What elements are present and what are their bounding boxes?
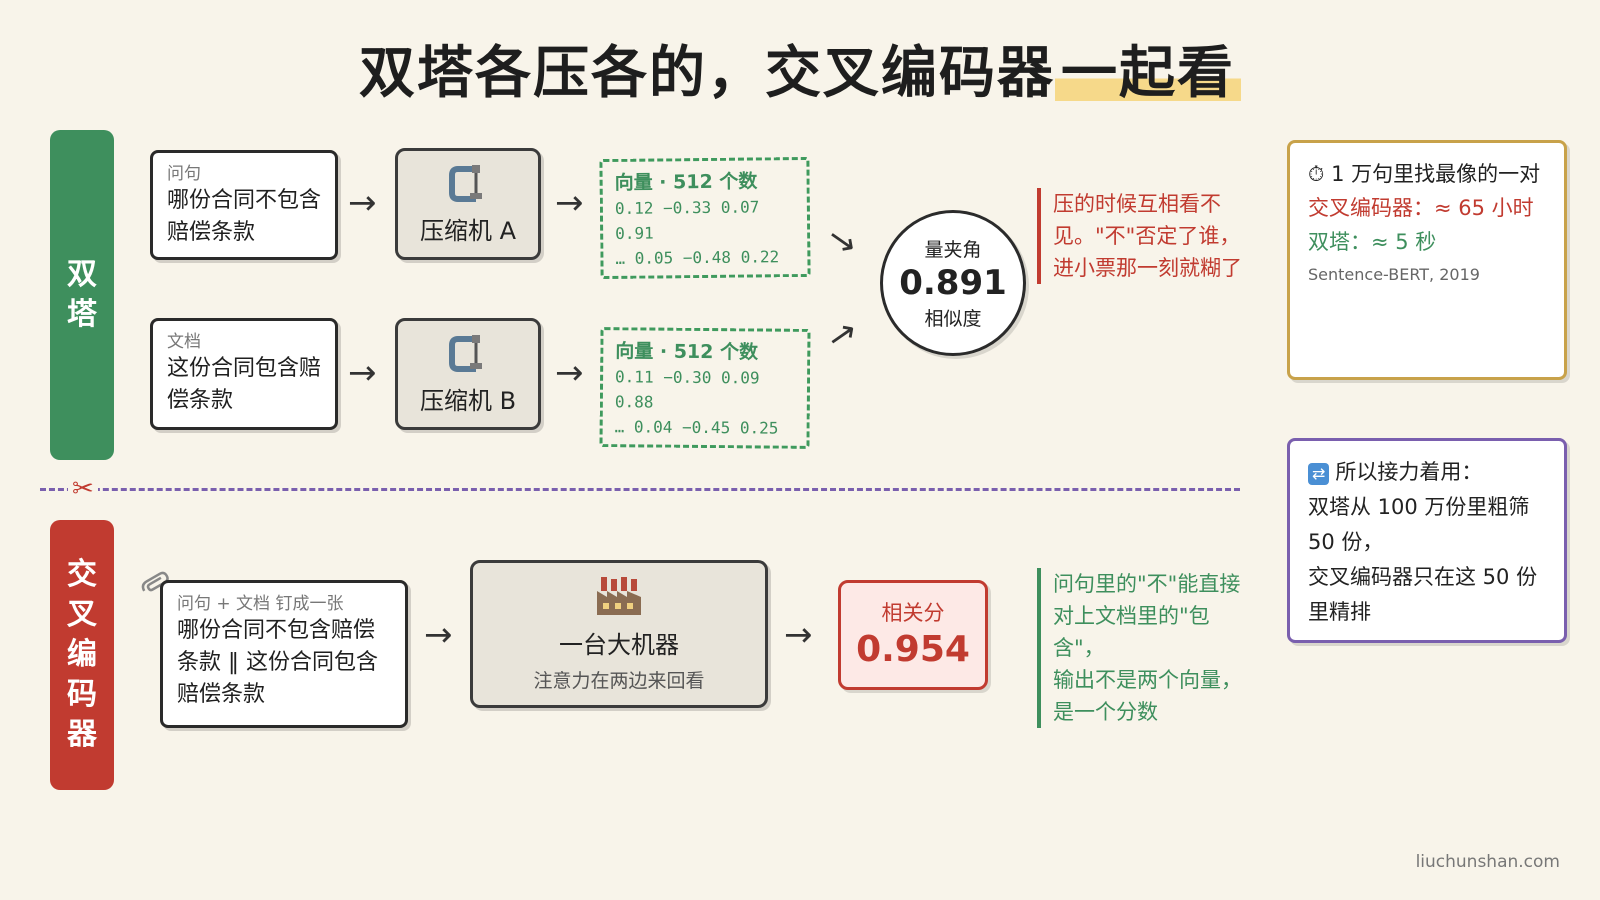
similarity-circle: 量夹角 0.891 相似度 [880, 210, 1026, 356]
scissors-icon: ✂ [68, 474, 98, 504]
combined-caption: 问句 + 文档 钉成一张 [177, 594, 344, 614]
similarity-value: 0.891 [899, 263, 1007, 303]
score-value: 0.954 [856, 629, 970, 670]
relay-card: ⇄所以接力着用： 双塔从 100 万份里粗筛 50 份， 交叉编码器只在这 50… [1287, 438, 1567, 643]
vector-a-title: 向量 · 512 个数 [614, 170, 758, 194]
timing-line3: 双塔：≈ 5 秒 [1308, 230, 1437, 254]
compressor-a: 压缩机 A [395, 148, 541, 260]
timing-source: Sentence-BERT, 2019 [1308, 265, 1480, 284]
vector-b: 向量 · 512 个数 0.11 −0.30 0.09 0.88 … 0.04 … [599, 327, 811, 449]
section-divider [40, 488, 1240, 491]
cross-note-2: 输出不是两个向量，是一个分数 [1053, 668, 1242, 724]
similarity-top: 量夹角 [924, 239, 982, 261]
arrow-right-icon: → [784, 615, 813, 655]
vector-b-line3: … 0.04 −0.45 0.25 [614, 417, 779, 438]
timing-line2: 交叉编码器：≈ 65 小时 [1308, 196, 1534, 220]
arrow-up-right-icon: → [819, 310, 866, 360]
arrow-right-icon: → [348, 353, 377, 393]
section-label-twin: 双塔 [50, 130, 114, 460]
relay-line2: 双塔从 100 万份里粗筛 50 份， [1308, 495, 1530, 554]
factory-icon [597, 577, 641, 615]
arrow-right-icon: → [555, 183, 584, 223]
machine-title: 一台大机器 [559, 631, 679, 659]
clamp-icon [449, 334, 482, 372]
compressor-b-label: 压缩机 B [419, 386, 517, 415]
doc-caption: 文档 [167, 332, 201, 352]
query-caption: 问句 [167, 164, 201, 184]
relay-line1: 所以接力着用： [1335, 460, 1483, 484]
title-main: 双塔各压各的，交叉编码器 [359, 41, 1055, 106]
paperclip-icon [135, 566, 179, 609]
twin-note: 压的时候互相看不见。"不"否定了谁，进小票那一刻就糊了 [1037, 188, 1257, 284]
cross-note-1: 问句里的"不"能直接对上文档里的"包含"， [1053, 572, 1241, 660]
similarity-bottom: 相似度 [924, 308, 982, 330]
timing-card: ⏱ 1 万句里找最像的一对 交叉编码器：≈ 65 小时 双塔：≈ 5 秒 Sen… [1287, 140, 1567, 380]
section-label-cross: 交叉编码器 [50, 520, 114, 790]
compressor-a-label: 压缩机 A [419, 216, 517, 245]
clamp-icon [449, 164, 482, 202]
vector-a-line1: 0.12 −0.33 0.07 [614, 197, 760, 218]
doc-text: 这份合同包含赔偿条款 [167, 356, 322, 413]
cross-note: 问句里的"不"能直接对上文档里的"包含"， 输出不是两个向量，是一个分数 [1037, 568, 1257, 728]
arrow-down-right-icon: → [819, 216, 866, 266]
arrow-right-icon: → [424, 615, 453, 655]
arrow-right-icon: → [555, 353, 584, 393]
stopwatch-icon: ⏱ [1308, 162, 1332, 186]
query-text: 哪份合同不包含赔偿条款 [167, 188, 322, 245]
compressor-b: 压缩机 B [395, 318, 541, 430]
vector-b-line1: 0.11 −0.30 0.09 [615, 367, 760, 388]
vector-a: 向量 · 512 个数 0.12 −0.33 0.07 0.91 … 0.05 … [599, 156, 811, 280]
machine-subtitle: 注意力在两边来回看 [533, 670, 705, 692]
cross-encoder-machine: 一台大机器 注意力在两边来回看 [470, 560, 768, 708]
vector-a-line2: 0.91 [615, 223, 654, 243]
query-box: 问句 哪份合同不包含赔偿条款 [150, 150, 338, 260]
combined-text: 哪份合同不包含赔偿条款 ‖ 这份合同包含赔偿条款 [177, 618, 378, 707]
relevance-score: 相关分 0.954 [838, 580, 988, 690]
relay-line3: 交叉编码器只在这 50 份里精排 [1308, 565, 1538, 624]
vector-b-line2: 0.88 [614, 392, 654, 412]
vector-b-title: 向量 · 512 个数 [615, 340, 759, 364]
doc-box: 文档 这份合同包含赔偿条款 [150, 318, 338, 430]
combined-input-box: 问句 + 文档 钉成一张 哪份合同不包含赔偿条款 ‖ 这份合同包含赔偿条款 [160, 580, 408, 728]
repeat-icon: ⇄ [1308, 463, 1330, 485]
arrow-right-icon: → [348, 183, 377, 223]
footer-site: liuchunshan.com [1415, 852, 1560, 872]
vector-a-line3: … 0.05 −0.48 0.22 [615, 247, 780, 268]
score-label: 相关分 [881, 601, 945, 625]
timing-line1: 1 万句里找最像的一对 [1331, 162, 1541, 186]
title-highlight: 一起看 [1055, 41, 1241, 106]
page-title: 双塔各压各的，交叉编码器一起看 [0, 38, 1600, 110]
